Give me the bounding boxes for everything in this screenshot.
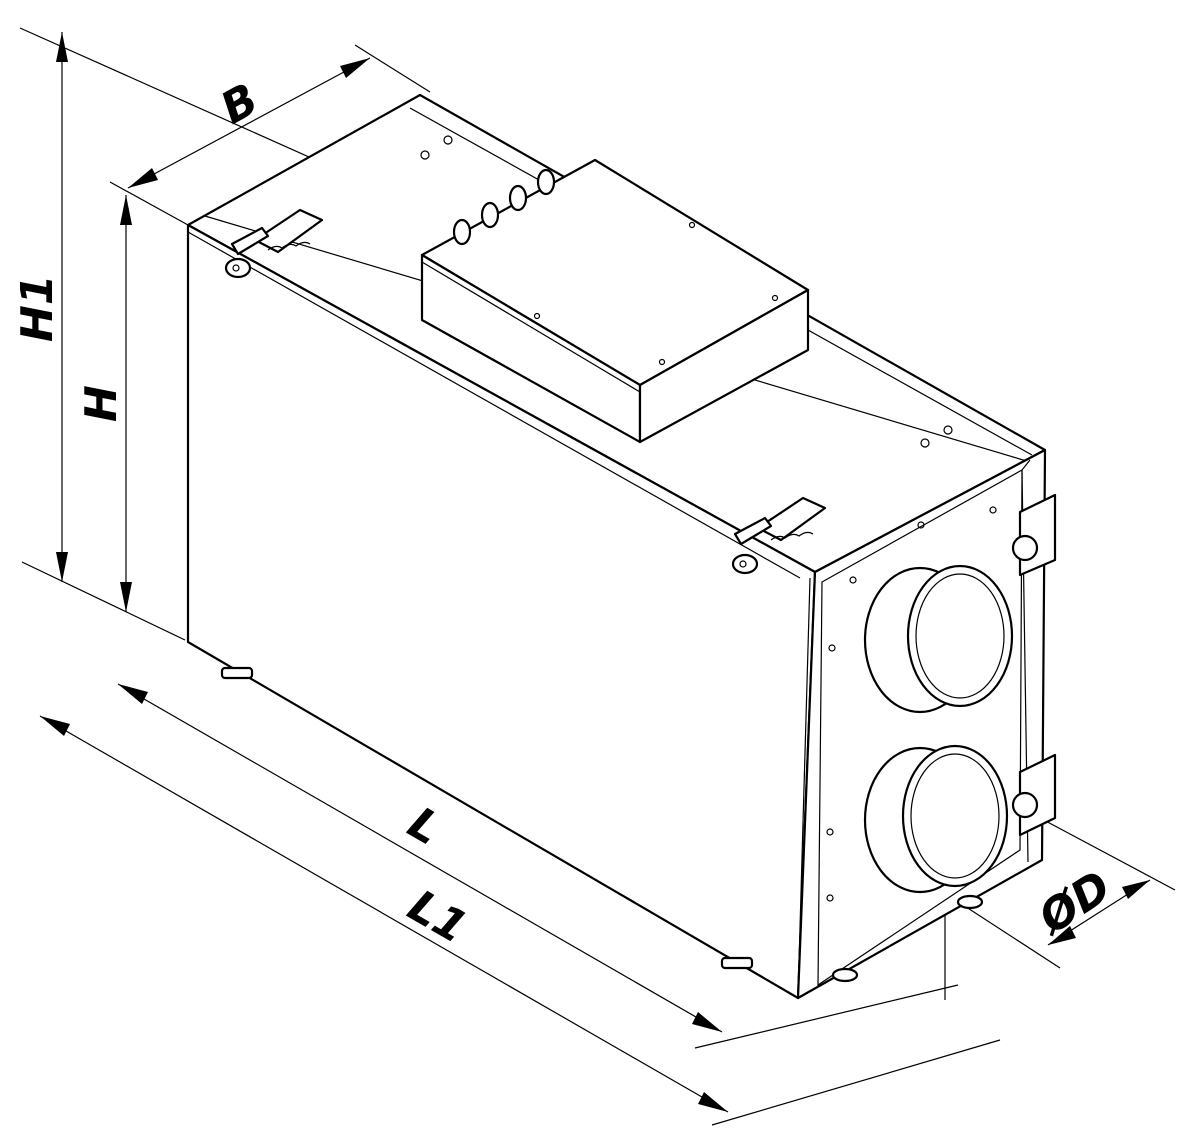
duct-spigot-upper xyxy=(863,564,1014,714)
foot xyxy=(831,967,859,983)
foot xyxy=(720,956,754,970)
control-box xyxy=(420,158,810,444)
foot xyxy=(220,666,254,680)
cable-glands xyxy=(452,168,556,246)
screws xyxy=(420,135,997,902)
dimension-lines xyxy=(19,27,1176,1126)
mounting-brackets xyxy=(1011,493,1057,837)
latch-front xyxy=(731,496,827,575)
dim-label-h: H xyxy=(76,385,127,422)
dim-label-h1: H1 xyxy=(12,275,63,342)
foot xyxy=(956,894,984,910)
latch-rear xyxy=(224,208,324,279)
dim-label-b: B xyxy=(213,74,267,135)
dim-label-diameter: ØD xyxy=(1028,861,1120,946)
dim-label-l1: L1 xyxy=(400,880,476,953)
dim-label-l: L xyxy=(400,797,450,855)
duct-spigot-lower xyxy=(863,744,1009,894)
